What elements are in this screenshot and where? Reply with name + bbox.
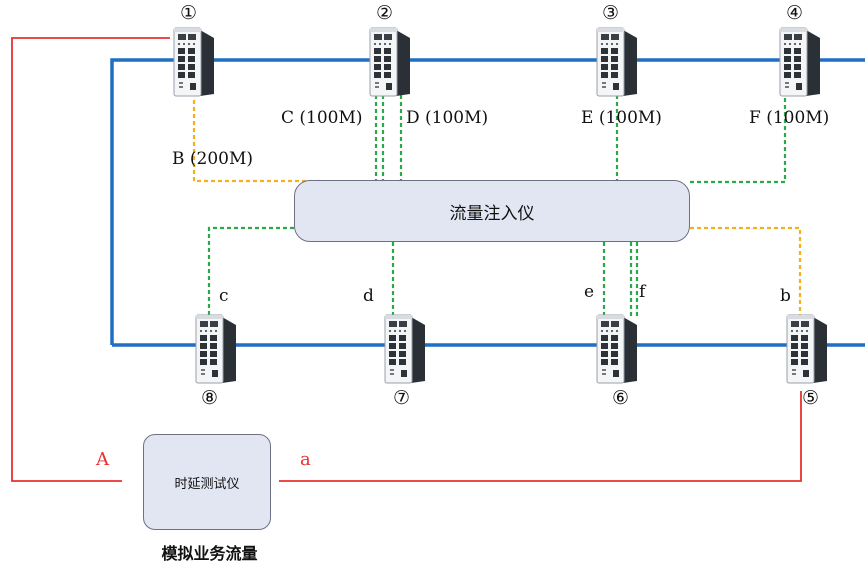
traffic-injector-box: 流量注入仪 xyxy=(294,180,690,242)
switch-7-number: ⑦ xyxy=(393,389,410,408)
switch-3 xyxy=(593,26,639,98)
switch-5-number: ⑤ xyxy=(802,389,819,408)
industrial-switch-icon xyxy=(783,313,829,385)
link-label-f: f xyxy=(639,284,645,301)
switch-4 xyxy=(776,26,822,98)
switch-8 xyxy=(192,313,238,385)
link-label-e: e xyxy=(584,284,594,301)
industrial-switch-icon xyxy=(170,26,216,98)
switch-4-number: ④ xyxy=(786,4,803,23)
switch-6 xyxy=(593,313,639,385)
link-label-B: B (200M) xyxy=(172,151,253,168)
link-label-d: d xyxy=(363,288,374,305)
link-label-C: C (100M) xyxy=(281,110,363,127)
simulated-traffic-label: 模拟业务流量 xyxy=(152,545,267,563)
latency-tester-box: 时延测试仪 xyxy=(143,434,271,530)
industrial-switch-icon xyxy=(381,313,427,385)
switch-3-number: ③ xyxy=(602,4,619,23)
switch-2-number: ② xyxy=(376,4,393,23)
industrial-switch-icon xyxy=(593,26,639,98)
latency-label-A: A xyxy=(96,451,109,469)
link-label-D: D (100M) xyxy=(406,110,488,127)
traffic-injector-label: 流量注入仪 xyxy=(450,199,535,224)
switch-8-number: ⑧ xyxy=(201,389,218,408)
switch-6-number: ⑥ xyxy=(612,389,629,408)
switch-1 xyxy=(170,26,216,98)
industrial-switch-icon xyxy=(776,26,822,98)
link-label-c: c xyxy=(219,288,229,305)
link-label-E: E (100M) xyxy=(581,110,662,127)
link-label-b: b xyxy=(780,288,791,305)
switch-7 xyxy=(381,313,427,385)
switch-1-number: ① xyxy=(180,4,197,23)
industrial-switch-icon xyxy=(593,313,639,385)
latency-tester-label: 时延测试仪 xyxy=(174,473,239,492)
latency-line-A xyxy=(12,38,170,481)
latency-line-a xyxy=(279,391,801,481)
switch-5 xyxy=(783,313,829,385)
latency-test-lines xyxy=(12,38,801,481)
link-label-F: F (100M) xyxy=(749,110,829,127)
industrial-switch-icon xyxy=(192,313,238,385)
industrial-switch-icon xyxy=(366,26,412,98)
switch-2 xyxy=(366,26,412,98)
latency-label-a: a xyxy=(300,451,311,469)
